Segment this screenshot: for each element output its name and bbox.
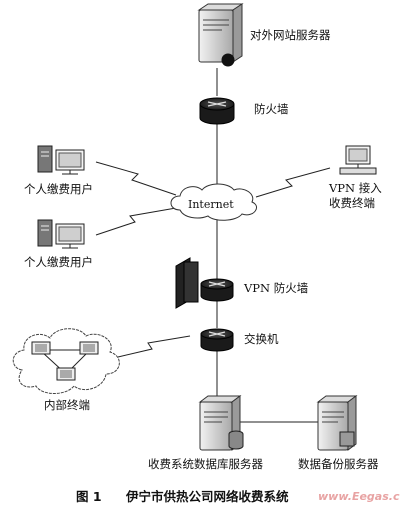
vpn-terminal-label-line1: VPN 接入 (329, 181, 382, 195)
backup-server-label: 数据备份服务器 (298, 457, 379, 471)
personal-user-label: 个人缴费用户 (24, 182, 93, 196)
wireless-link-vpn-terminal (255, 167, 331, 198)
figure-number: 图 1 (76, 489, 102, 504)
firewall-router-icon (199, 97, 235, 125)
database-server-label: 收费系统数据库服务器 (148, 457, 263, 471)
web-server-icon (197, 3, 244, 67)
wireless-link-user1 (95, 161, 177, 196)
personal-user-label-2: 个人缴费用户 (24, 255, 93, 269)
database-server-icon (198, 395, 244, 451)
vpn-firewall-label: VPN 防火墙 (244, 281, 309, 295)
vpn-firewall-icon (175, 257, 234, 309)
switch-icon (200, 328, 234, 352)
figure-caption: 伊宁市供热公司网络收费系统 (126, 489, 289, 504)
connection-lines (216, 68, 318, 423)
web-server-label: 对外网站服务器 (250, 28, 331, 42)
backup-server-icon (316, 395, 358, 451)
watermark: www.Eegas.cu (318, 490, 400, 503)
internet-cloud-icon (170, 183, 257, 221)
internal-network-cloud-icon (12, 328, 120, 394)
firewall-label: 防火墙 (254, 102, 289, 116)
wireless-link-internal (117, 335, 191, 358)
wireless-links (95, 161, 331, 358)
personal-user-pc-icon (37, 145, 85, 175)
personal-user-pc-icon-2 (37, 219, 85, 249)
internet-label: Internet (188, 198, 234, 211)
vpn-terminal-pc-icon (339, 145, 377, 175)
switch-label: 交换机 (244, 332, 279, 346)
vpn-terminal-label-line2: 收费终端 (329, 196, 375, 210)
wireless-link-user2 (95, 207, 177, 236)
internal-terminal-label: 内部终端 (44, 398, 90, 412)
